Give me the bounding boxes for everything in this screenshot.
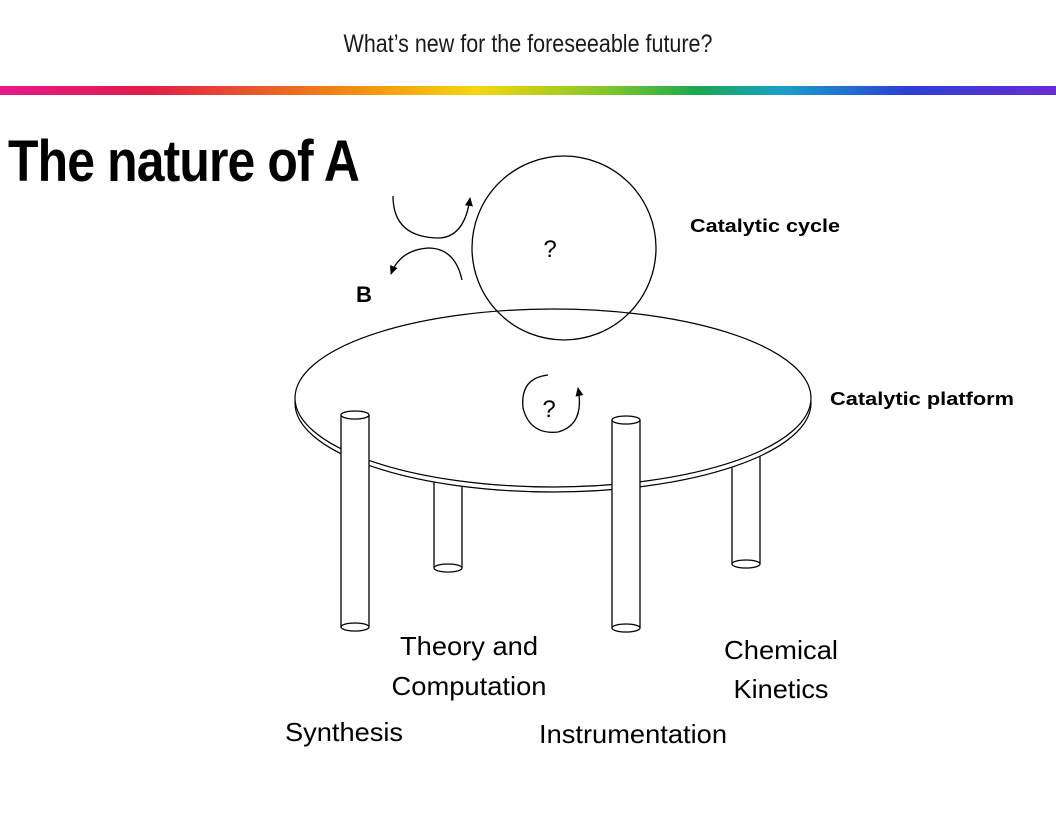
- input-arrow: [392, 195, 473, 239]
- pillar-instrumentation: [611, 415, 641, 633]
- output-arrow: [390, 247, 463, 281]
- pillar-synthesis: [340, 410, 370, 632]
- slide-title: The nature of A: [8, 129, 360, 194]
- pillar-label-kinetics-line1: Chemical: [724, 635, 838, 665]
- catalytic-platform-label: Catalytic platform: [830, 389, 1014, 409]
- cycle-question-mark: ?: [543, 236, 556, 263]
- catalytic-cycle-label: Catalytic cycle: [690, 216, 840, 236]
- platform-question-mark: ?: [542, 396, 555, 423]
- rainbow-divider: [0, 86, 1056, 95]
- input-label-b: B: [356, 282, 372, 307]
- pillar-label-instrumentation: Instrumentation: [539, 719, 727, 749]
- pillar-label-theory-line1: Theory and: [400, 631, 538, 661]
- pillar-label-synthesis: Synthesis: [285, 717, 403, 747]
- catalytic-cycle-circle: [471, 155, 657, 341]
- pillar-label-kinetics-line2: Kinetics: [734, 674, 829, 704]
- pillar-label-theory-line2: Computation: [392, 671, 547, 701]
- catalytic-platform: [294, 308, 812, 493]
- platform-cycle-arrow: [522, 374, 584, 433]
- slide-header: What’s new for the foreseeable future?: [343, 30, 713, 58]
